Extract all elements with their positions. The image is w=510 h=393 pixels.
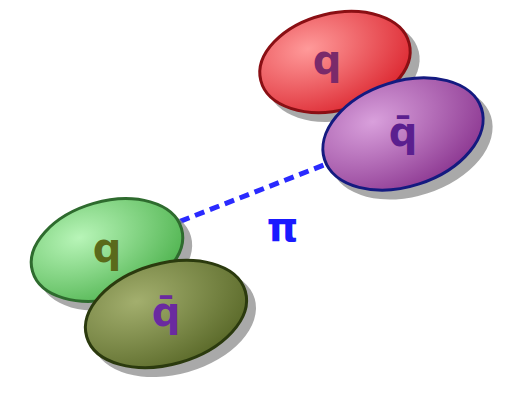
pion-label: π: [267, 207, 299, 247]
quark-label: q: [93, 226, 122, 270]
quark-ellipse: q̄: [78, 258, 262, 378]
quark-ellipse: q̄: [315, 76, 499, 200]
ellipse-body: [73, 243, 259, 386]
quark-label: q̄: [152, 290, 181, 334]
pion-exchange-line: [180, 165, 325, 222]
quark-label: q: [313, 38, 342, 82]
ellipse-body: [308, 59, 497, 210]
quark-label: q̄: [389, 110, 418, 154]
